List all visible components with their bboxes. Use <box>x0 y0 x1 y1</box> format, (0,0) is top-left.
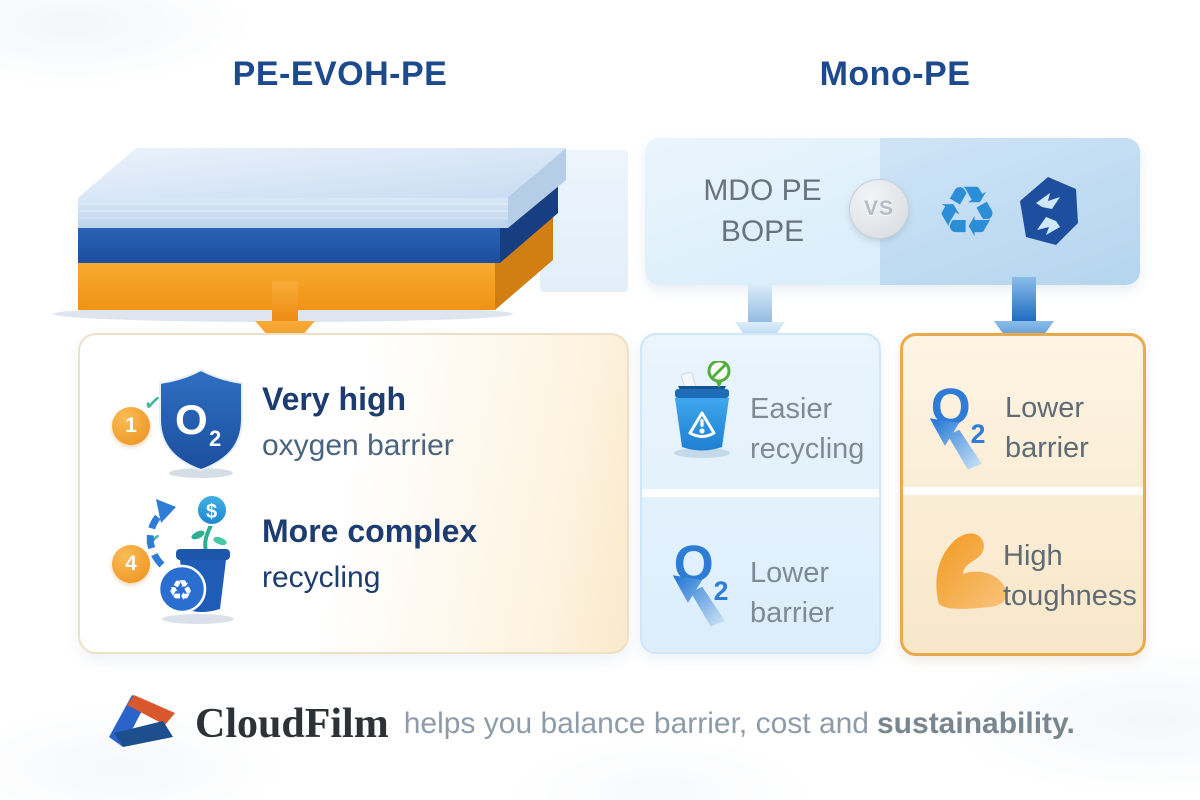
mono-pe-recyclability: ♻ <box>880 138 1140 285</box>
cell-line: High <box>1003 540 1063 572</box>
mono-pe-recycling-column: Easier recycling O 2 Lower barrier <box>640 333 881 654</box>
item-1-badge: 1 <box>112 407 150 445</box>
recycle-wheel-glyph: ♻ <box>168 575 193 606</box>
bope-label: BOPE <box>720 214 805 248</box>
o2-lower-barrier-icon: O 2 <box>929 378 986 470</box>
cloudfilm-logo-icon <box>109 695 175 747</box>
cell-line: Easier <box>750 393 833 425</box>
film-stack-illustration <box>53 148 566 322</box>
complex-recycling-icon: $ ♻ <box>146 494 234 624</box>
pe-evoh-pe-results-panel: 1 ✓ O 2 Very high oxygen barrier 4 ✓ <box>78 333 629 654</box>
item-4-badge: 4 <box>112 545 150 583</box>
muscle-arm-icon <box>936 533 1007 609</box>
pe-top-layer <box>78 148 566 228</box>
recycling-bin-icon <box>674 361 731 458</box>
o2-subscript: 2 <box>971 419 986 449</box>
tagline-bold: sustainability. <box>877 707 1075 740</box>
o2-subscript: 2 <box>209 426 221 451</box>
cell-line: toughness <box>1003 580 1137 613</box>
feature-title: Very high <box>262 381 407 417</box>
o2-label: O <box>175 396 208 443</box>
cell-line: barrier <box>1005 432 1089 465</box>
barrier-feature-text: Very high oxygen barrier <box>262 379 454 465</box>
recycle-symbol-icon: ♻ <box>935 172 999 251</box>
lower-barrier-text: Lower barrier <box>1005 388 1089 468</box>
cell-divider <box>903 487 1143 495</box>
lower-barrier-text: Lower barrier <box>750 553 834 633</box>
cell-divider <box>642 489 879 497</box>
recyclable-badge-icon <box>1020 176 1079 245</box>
mono-pe-header-panel: MDO PE BOPE ♻ VS <box>645 138 1140 285</box>
cell-line: Lower <box>1005 392 1084 424</box>
easier-recycling-text: Easier recycling <box>750 389 864 469</box>
cell-line: barrier <box>750 597 834 630</box>
footer: CloudFilm helps you balance barrier, cos… <box>105 682 1145 766</box>
coin-dollar-label: $ <box>206 501 217 523</box>
oxygen-barrier-shield-icon: O 2 <box>159 368 243 478</box>
o2-subscript: 2 <box>714 576 729 606</box>
high-toughness-text: High toughness <box>1003 536 1137 616</box>
o2-lower-barrier-icon: O 2 <box>672 535 729 627</box>
pe-evoh-pe-title: PE-EVOH-PE <box>232 55 448 93</box>
brand-name: CloudFilm <box>195 701 389 747</box>
cell-line: recycling <box>750 433 865 466</box>
vs-badge: VS <box>849 179 909 239</box>
feature-title: More complex <box>262 513 478 549</box>
feature-subtitle: recycling <box>262 561 381 594</box>
cell-line: Lower <box>750 557 829 589</box>
mono-pe-film-types: MDO PE BOPE <box>645 138 880 285</box>
mono-pe-title: Mono-PE <box>819 55 971 93</box>
recycling-feature-text: More complex recycling <box>262 511 477 597</box>
mono-pe-toughness-column: O 2 Lower barrier High toughness <box>900 333 1146 656</box>
tagline-regular: helps you balance barrier, cost and <box>403 707 869 740</box>
mdo-pe-label: MDO PE <box>703 174 822 207</box>
feature-subtitle: oxygen barrier <box>262 429 454 462</box>
